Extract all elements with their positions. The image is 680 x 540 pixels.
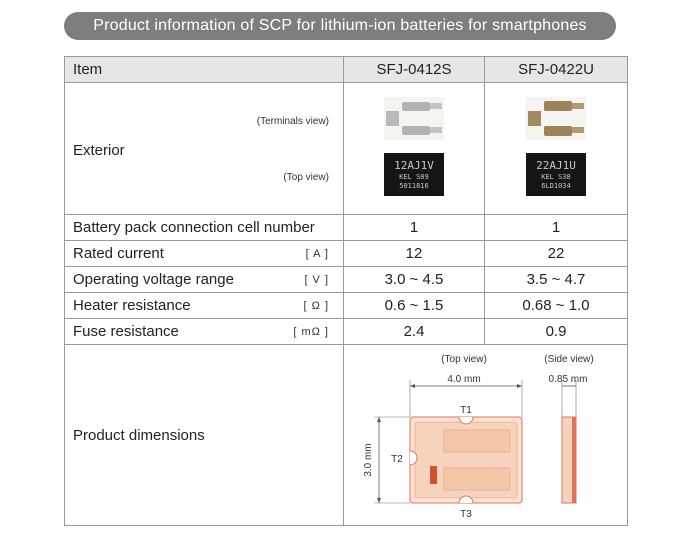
chip-2-terminals-image bbox=[526, 97, 586, 140]
arrow-right-icon bbox=[517, 384, 522, 388]
row-label: Operating voltage range bbox=[73, 271, 234, 288]
row-value-1: 1 bbox=[343, 214, 485, 241]
terminal-pads-icon bbox=[526, 97, 586, 140]
row-value-2: 0.68 ~ 1.0 bbox=[484, 292, 628, 319]
top-view-label: (Top view) bbox=[283, 172, 329, 183]
page-title: Product information of SCP for lithium-i… bbox=[64, 12, 616, 40]
row-value-2: 22 bbox=[484, 240, 628, 267]
row-unit: [ Ω ] bbox=[303, 299, 329, 312]
header-item: Item bbox=[64, 56, 344, 83]
table-row: Rated current [ A ] 12 22 bbox=[64, 240, 628, 267]
exterior-row: Exterior (Terminals view) (Top view) 12A… bbox=[64, 82, 628, 215]
table-row: Operating voltage range [ V ] 3.0 ~ 4.5 … bbox=[64, 266, 628, 293]
table-header-row: Item SFJ-0412S SFJ-0422U bbox=[64, 56, 628, 83]
dimension-diagram: (Top view) (Side view) 4.0 mm 0.85 mm bbox=[363, 354, 594, 520]
chip-2-top-image: 22AJ1U KEL S38 6LD1034 bbox=[526, 153, 586, 196]
row-value-1: 12 bbox=[343, 240, 485, 267]
chip-1-marking-line1: 12AJ1V bbox=[394, 159, 434, 172]
row-value-2: 3.5 ~ 4.7 bbox=[484, 266, 628, 293]
t2-notch bbox=[409, 450, 418, 466]
chip-1-marking-line2: KEL S09 bbox=[399, 173, 429, 181]
terminal-pads-icon bbox=[384, 97, 444, 140]
chip-2-marking-line1: 22AJ1U bbox=[536, 159, 576, 172]
row-label: Fuse resistance bbox=[73, 323, 179, 340]
chip-2-marking-line3: 6LD1034 bbox=[541, 182, 571, 190]
table-row: Battery pack connection cell number 1 1 bbox=[64, 214, 628, 241]
exterior-label: Exterior bbox=[73, 142, 125, 159]
arrow-down-icon bbox=[377, 498, 381, 503]
row-value-2: 0.9 bbox=[484, 318, 628, 345]
dimensions-label: Product dimensions bbox=[73, 426, 205, 444]
row-unit: [ mΩ ] bbox=[293, 325, 329, 338]
row-label: Heater resistance bbox=[73, 297, 191, 314]
terminals-view-label: (Terminals view) bbox=[256, 116, 329, 127]
t1-label: T1 bbox=[460, 405, 472, 416]
t1-notch bbox=[458, 416, 474, 425]
thickness-dimension-label: 0.85 mm bbox=[549, 374, 588, 385]
arrow-left-icon bbox=[410, 384, 415, 388]
product-spec-table: Item SFJ-0412S SFJ-0422U Exterior (Termi… bbox=[64, 56, 628, 526]
t3-label: T3 bbox=[460, 509, 472, 520]
dimensions-row: Product dimensions (Top view) (Side view… bbox=[64, 344, 628, 526]
row-unit: [ V ] bbox=[304, 273, 329, 286]
header-model-2: SFJ-0422U bbox=[484, 56, 628, 83]
header-model-1: SFJ-0412S bbox=[343, 56, 485, 83]
row-value-2: 1 bbox=[484, 214, 628, 241]
chip-2-marking-line2: KEL S38 bbox=[541, 173, 571, 181]
row-unit: [ A ] bbox=[305, 247, 329, 260]
row-value-1: 0.6 ~ 1.5 bbox=[343, 292, 485, 319]
table-row: Heater resistance [ Ω ] 0.6 ~ 1.5 0.68 ~… bbox=[64, 292, 628, 319]
height-dimension-label: 3.0 mm bbox=[363, 443, 374, 476]
arrow-up-icon bbox=[377, 417, 381, 422]
chip-1-top-image: 12AJ1V KEL S09 5011816 bbox=[384, 153, 444, 196]
row-label: Battery pack connection cell number bbox=[73, 219, 315, 236]
row-label: Rated current bbox=[73, 245, 164, 262]
chip-1-terminals-image bbox=[384, 97, 444, 140]
table-row: Fuse resistance [ mΩ ] 2.4 0.9 bbox=[64, 318, 628, 345]
top-view-caption: (Top view) bbox=[441, 354, 487, 365]
row-value-1: 3.0 ~ 4.5 bbox=[343, 266, 485, 293]
terminal-t2-pad bbox=[430, 466, 437, 484]
t2-label: T2 bbox=[391, 454, 403, 465]
chip-1-marking-line3: 5011816 bbox=[399, 182, 429, 190]
width-dimension-label: 4.0 mm bbox=[447, 374, 480, 385]
row-value-1: 2.4 bbox=[343, 318, 485, 345]
side-view-caption: (Side view) bbox=[544, 354, 593, 365]
t3-notch bbox=[458, 495, 474, 504]
